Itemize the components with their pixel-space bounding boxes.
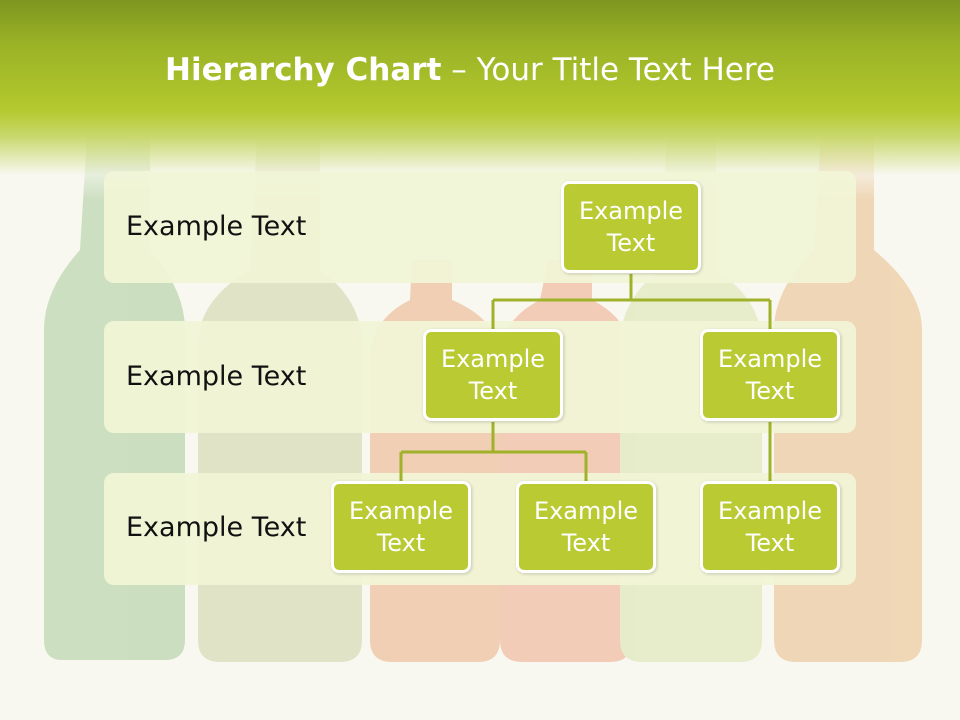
org-node-mid-left[interactable]: Example Text — [423, 329, 563, 421]
node-text-line2: Text — [468, 377, 518, 405]
org-node-leaf-2[interactable]: Example Text — [516, 481, 656, 573]
node-text-line2: Text — [606, 229, 656, 257]
org-node-root[interactable]: Example Text — [561, 181, 701, 273]
node-text-line1: Example — [440, 345, 546, 373]
node-text-line2: Text — [376, 529, 426, 557]
org-node-leaf-3[interactable]: Example Text — [700, 481, 840, 573]
org-node-mid-right[interactable]: Example Text — [700, 329, 840, 421]
node-text-line2: Text — [561, 529, 611, 557]
node-text-line1: Example — [578, 197, 684, 225]
node-text-line2: Text — [745, 529, 795, 557]
node-text-line2: Text — [745, 377, 795, 405]
level-label-3: Example Text — [126, 512, 307, 543]
level-label-2: Example Text — [126, 361, 307, 392]
level-label-1: Example Text — [126, 211, 307, 242]
title-rest-part: – Your Title Text Here — [441, 52, 775, 88]
title-bold-part: Hierarchy Chart — [165, 52, 442, 88]
org-node-leaf-1[interactable]: Example Text — [331, 481, 471, 573]
title-bar: Hierarchy Chart – Your Title Text Here — [0, 0, 960, 200]
level-band-1 — [104, 171, 856, 283]
node-text-line1: Example — [348, 497, 454, 525]
node-text-line1: Example — [533, 497, 639, 525]
node-text-line1: Example — [717, 345, 823, 373]
node-text-line1: Example — [717, 497, 823, 525]
slide-title: Hierarchy Chart – Your Title Text Here — [0, 52, 940, 88]
